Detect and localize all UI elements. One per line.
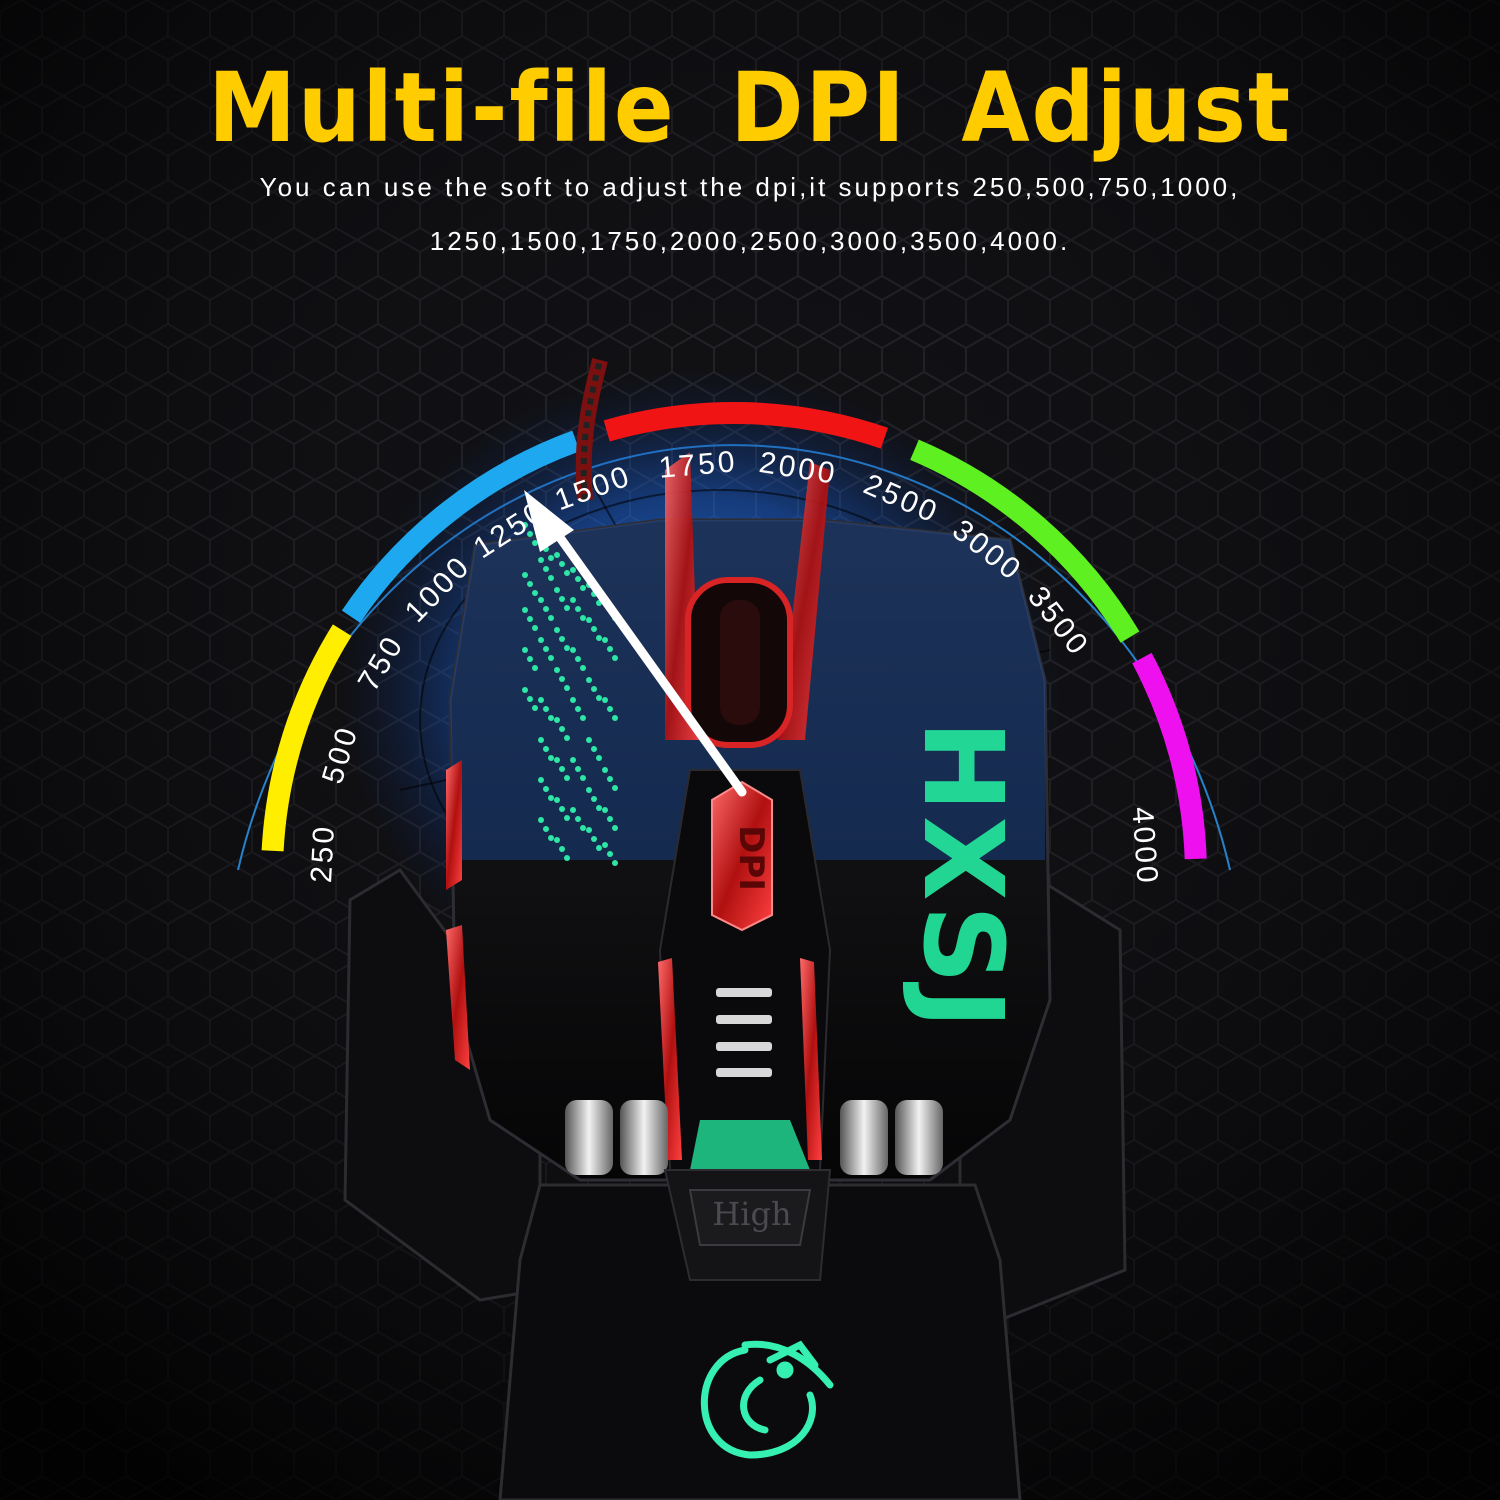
dpi-button	[711, 780, 773, 932]
mode-label: High	[712, 1195, 791, 1233]
description-line-1: You can use the soft to adjust the dpi,i…	[259, 172, 1241, 202]
headline: Multi-file DPI Adjust	[208, 52, 1292, 164]
dpi-color-ring	[261, 402, 1207, 860]
dpi-label-4000: 4000	[1125, 806, 1163, 887]
weight-adjusters	[565, 1100, 943, 1175]
dpi-segment-1	[261, 624, 352, 852]
arrow-icon	[524, 490, 747, 797]
dpi-level-bars	[716, 988, 772, 1077]
gaming-mouse: DPI High	[343, 452, 1127, 1500]
dpi-segment-2	[341, 430, 580, 623]
side-button-back	[446, 925, 470, 1070]
led-dot-matrix	[522, 522, 618, 866]
mode-badge	[688, 1189, 812, 1246]
dpi-segment-4	[910, 439, 1140, 643]
dpi-label-1750: 1750	[657, 445, 738, 485]
dpi-button-label: DPI	[731, 825, 771, 891]
side-button-forward	[446, 760, 462, 890]
dpi-label-250: 250	[305, 823, 341, 884]
brand-text: HXSJ	[899, 720, 1027, 1033]
dragon-logo-icon	[700, 1340, 834, 1459]
dpi-segment-5	[1132, 652, 1207, 860]
description-line-2: 1250,1500,1750,2000,2500,3000,3500,4000.	[429, 226, 1071, 256]
dpi-segment-3	[603, 402, 888, 449]
